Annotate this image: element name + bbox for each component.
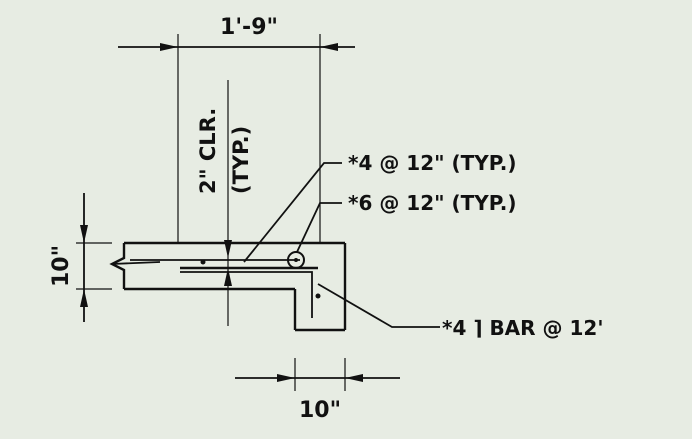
bar-dot (200, 259, 206, 265)
clearance-label: 2" CLR. (196, 108, 220, 194)
clearance-dimension: 2" CLR. (TYP.) (196, 80, 253, 326)
bar4-leader (243, 162, 342, 263)
reinforcement (130, 251, 321, 318)
arrowhead (160, 43, 178, 51)
leaders (243, 162, 440, 328)
concrete-section (109, 241, 347, 332)
top-width-label: 1'-9" (220, 15, 278, 40)
bottom-dimension: 10" (235, 358, 400, 423)
hook-bar-callout: *4 ⌉ BAR @ 12' (442, 316, 603, 340)
hook-bar (180, 271, 313, 318)
clearance-typ-label: (TYP.) (229, 126, 253, 194)
bottom-width-label: 10" (299, 398, 341, 423)
arrowhead (277, 374, 295, 382)
slab-thickness-dimension: 10" (49, 193, 112, 322)
arrowhead (224, 240, 232, 258)
arrowhead (345, 374, 363, 382)
arrowhead (80, 289, 88, 307)
arrowhead (224, 268, 232, 286)
bar6-leader (296, 202, 342, 253)
bar6-circle (287, 251, 305, 269)
arrowhead (80, 225, 88, 243)
bar6-callout: *6 @ 12" (TYP.) (348, 191, 517, 215)
bar4-callout: *4 @ 12" (TYP.) (348, 151, 517, 175)
hook-leader (317, 283, 440, 328)
slab-thickness-label: 10" (49, 245, 74, 287)
bar-dot (315, 293, 321, 299)
top-dimension: 1'-9" (118, 15, 355, 243)
arrowhead (320, 43, 338, 51)
